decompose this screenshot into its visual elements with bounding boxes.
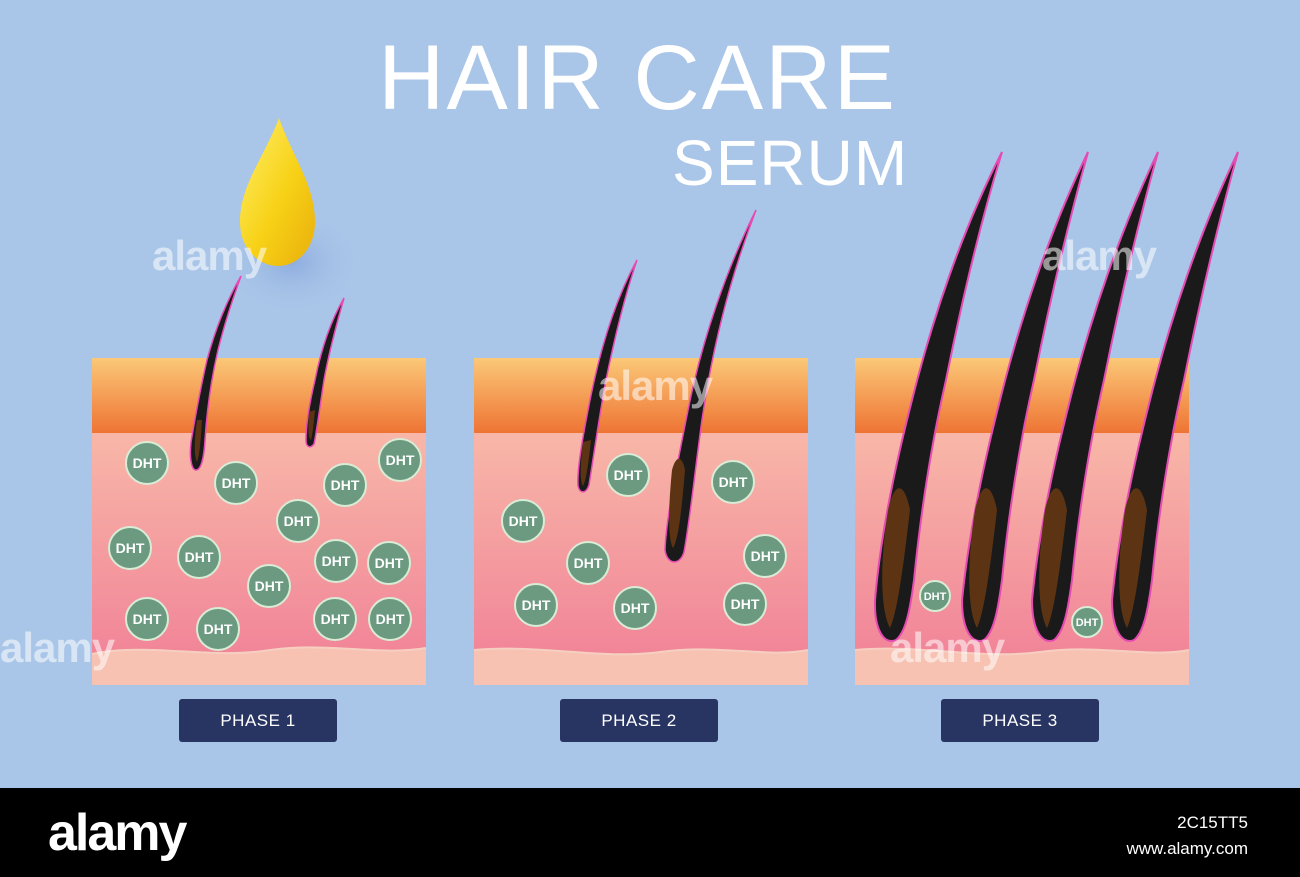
watermark: alamy bbox=[598, 362, 713, 409]
watermark: alamy bbox=[152, 232, 267, 279]
watermark: alamy bbox=[890, 624, 1005, 671]
dht-molecule-icon: DHT bbox=[323, 463, 367, 507]
title-sub: SERUM bbox=[672, 127, 909, 199]
watermark-footer bbox=[0, 788, 1300, 877]
dht-molecule-icon: DHT bbox=[125, 441, 169, 485]
phase-3-label: PHASE 3 bbox=[941, 699, 1099, 742]
dht-label: DHT bbox=[116, 540, 145, 556]
dht-label: DHT bbox=[133, 455, 162, 471]
dht-molecule-icon: DHT bbox=[378, 438, 422, 482]
watermark: alamy bbox=[1042, 232, 1157, 279]
watermark: alamy bbox=[0, 624, 115, 671]
infographic: DHT DHT DHT DHT DHT DHT DHT DHT DHT DHT DHT DHT DHT D… bbox=[0, 0, 1300, 788]
dht-molecule-icon: DHT bbox=[247, 564, 291, 608]
hair-strand-icon bbox=[305, 297, 345, 448]
serum-droplet-icon bbox=[222, 118, 362, 314]
hair-strand-icon bbox=[577, 259, 638, 493]
dht-label: DHT bbox=[614, 467, 643, 483]
dht-label: DHT bbox=[522, 597, 551, 613]
dht-label: DHT bbox=[331, 477, 360, 493]
hair-strand-icon bbox=[664, 209, 757, 563]
watermark-id: 2C15TT5 www.alamy.com bbox=[1126, 810, 1248, 862]
dht-molecule-icon: DHT bbox=[743, 534, 787, 578]
skin-panel-phase-3 bbox=[854, 151, 1239, 685]
diagram-art: DHT DHT DHT DHT DHT DHT DHT DHT DHT DHT DHT DHT DHT D… bbox=[91, 118, 1239, 685]
dht-label: DHT bbox=[621, 600, 650, 616]
dht-molecule-icon: DHT bbox=[613, 586, 657, 630]
watermark-logo: alamy bbox=[48, 804, 187, 862]
hair-strand-icon bbox=[1110, 151, 1239, 642]
hair-strand-icon bbox=[189, 275, 242, 471]
dht-label: DHT bbox=[751, 548, 780, 564]
hair-strand-icon bbox=[873, 151, 1003, 642]
dht-molecule-icon: DHT bbox=[313, 597, 357, 641]
dht-label: DHT bbox=[731, 596, 760, 612]
dht-label: DHT bbox=[322, 553, 351, 569]
dht-label: DHT bbox=[509, 513, 538, 529]
dht-molecule-icon: DHT bbox=[367, 541, 411, 585]
hair-strand-icon bbox=[1030, 151, 1159, 642]
phase-1-label: PHASE 1 bbox=[179, 699, 337, 742]
dht-molecule-icon: DHT bbox=[566, 541, 610, 585]
dht-label: DHT bbox=[719, 474, 748, 490]
hair-strand-icon bbox=[960, 151, 1089, 642]
title-main: HAIR CARE bbox=[378, 27, 897, 129]
dht-molecule-icon: DHT bbox=[919, 580, 951, 612]
dht-label: DHT bbox=[375, 555, 404, 571]
site-url: www.alamy.com bbox=[1126, 839, 1248, 858]
dht-molecule-icon: DHT bbox=[108, 526, 152, 570]
dht-label: DHT bbox=[1076, 617, 1099, 629]
dht-molecule-icon: DHT bbox=[514, 583, 558, 627]
dht-label: DHT bbox=[204, 621, 233, 637]
dht-molecule-icon: DHT bbox=[125, 597, 169, 641]
dht-label: DHT bbox=[376, 611, 405, 627]
dht-label: DHT bbox=[222, 475, 251, 491]
dht-molecule-icon: DHT bbox=[368, 597, 412, 641]
dht-molecule-icon: DHT bbox=[276, 499, 320, 543]
dht-molecule-icon: DHT bbox=[606, 453, 650, 497]
dht-molecule-icon: DHT bbox=[214, 461, 258, 505]
dht-molecule-icon: DHT bbox=[196, 607, 240, 651]
dht-label: DHT bbox=[133, 611, 162, 627]
dht-molecule-icon: DHT bbox=[723, 582, 767, 626]
phase-2-label: PHASE 2 bbox=[560, 699, 718, 742]
dht-label: DHT bbox=[185, 549, 214, 565]
dht-label: DHT bbox=[574, 555, 603, 571]
image-id: 2C15TT5 bbox=[1177, 813, 1248, 832]
dht-label: DHT bbox=[284, 513, 313, 529]
dht-molecule-icon: DHT bbox=[1071, 606, 1103, 638]
dht-label: DHT bbox=[386, 452, 415, 468]
dht-molecules: DHT DHT DHT DHT DHT DHT DHT DHT DHT DHT DHT DHT DHT D… bbox=[108, 438, 1103, 651]
dht-label: DHT bbox=[924, 591, 947, 603]
dht-molecule-icon: DHT bbox=[314, 539, 358, 583]
dht-label: DHT bbox=[321, 611, 350, 627]
dht-molecule-icon: DHT bbox=[177, 535, 221, 579]
dht-molecule-icon: DHT bbox=[501, 499, 545, 543]
dht-molecule-icon: DHT bbox=[711, 460, 755, 504]
dht-label: DHT bbox=[255, 578, 284, 594]
